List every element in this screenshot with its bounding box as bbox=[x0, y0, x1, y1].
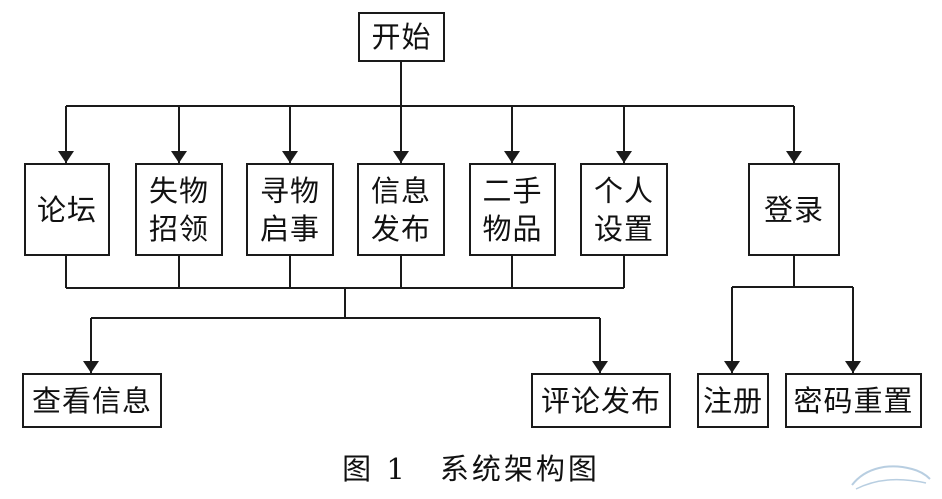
node-start-label: 开始 bbox=[371, 20, 432, 54]
node-password-reset: 密码重置 bbox=[785, 373, 922, 428]
node-comment-publish-label: 评论发布 bbox=[540, 383, 661, 418]
node-login: 登录 bbox=[748, 163, 840, 256]
node-view-info-label: 查看信息 bbox=[31, 383, 152, 418]
node-info-publish: 信息 发布 bbox=[357, 163, 445, 256]
watermark-logo bbox=[851, 465, 931, 490]
node-forum-label: 论坛 bbox=[36, 192, 97, 227]
node-comment-publish: 评论发布 bbox=[531, 373, 671, 428]
node-login-label: 登录 bbox=[763, 192, 824, 227]
node-second-hand: 二手 物品 bbox=[469, 163, 556, 256]
node-view-info: 查看信息 bbox=[22, 373, 162, 428]
node-search-notice: 寻物 启事 bbox=[246, 163, 334, 256]
node-second-hand-label: 二手 物品 bbox=[482, 173, 543, 246]
node-password-reset-label: 密码重置 bbox=[793, 383, 914, 418]
node-search-notice-label: 寻物 启事 bbox=[259, 173, 320, 246]
node-forum: 论坛 bbox=[24, 163, 110, 256]
node-start: 开始 bbox=[358, 12, 445, 62]
watermark-swoosh bbox=[851, 465, 931, 486]
node-lost-found-label: 失物 招领 bbox=[148, 173, 209, 246]
node-personal-settings: 个人 设置 bbox=[580, 163, 668, 256]
node-info-publish-label: 信息 发布 bbox=[370, 173, 431, 246]
watermark-swoosh-lower bbox=[855, 478, 927, 490]
figure-caption: 图 1 系统架构图 bbox=[342, 452, 600, 486]
node-register: 注册 bbox=[697, 373, 769, 428]
node-personal-settings-label: 个人 设置 bbox=[593, 173, 654, 246]
node-lost-found: 失物 招领 bbox=[135, 163, 223, 256]
node-register-label: 注册 bbox=[702, 383, 763, 418]
